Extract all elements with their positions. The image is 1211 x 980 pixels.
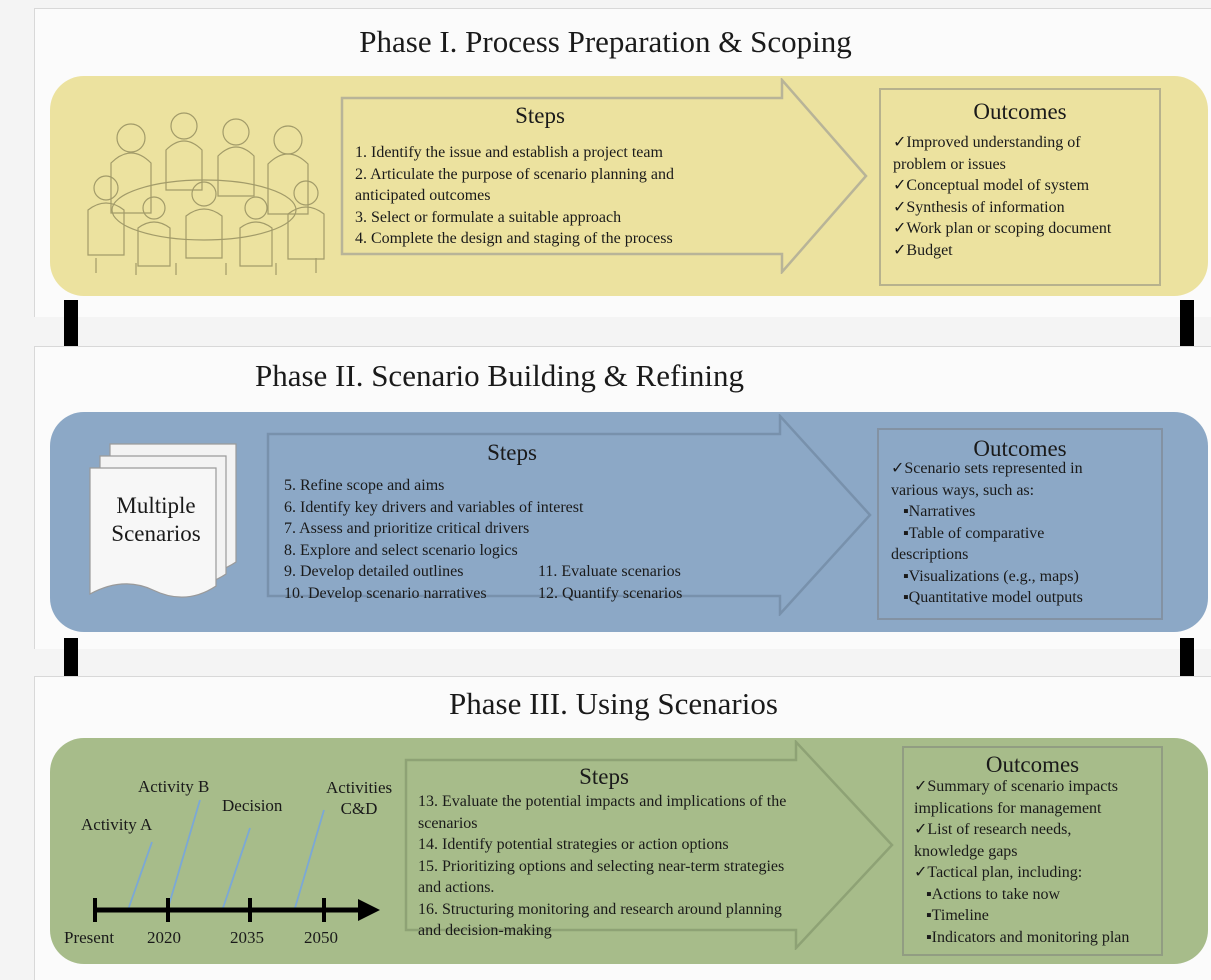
step-item: 8. Explore and select scenario logics <box>284 541 518 559</box>
outcome-item: ▪Visualizations (e.g., maps) <box>903 567 1079 585</box>
phase1-outcomes-list: ✓Improved understanding of problem or is… <box>893 132 1111 261</box>
activity-label-line: C&D <box>340 799 378 818</box>
stacked-pages-label: Multiple Scenarios <box>92 492 220 548</box>
timeline-connector <box>127 841 153 911</box>
outcome-item: knowledge gaps <box>914 842 1018 860</box>
step-item: 10. Develop scenario narratives <box>284 584 487 602</box>
phase2-title: Phase II. Scenario Building & Refining <box>254 358 745 393</box>
phase3-steps-list: 13. Evaluate the potential impacts and i… <box>418 791 786 942</box>
step-item: 16. Structuring monitoring and research … <box>418 900 782 918</box>
timeline-tick-label: 2020 <box>147 928 181 947</box>
outcome-item: ▪Indicators and monitoring plan <box>926 928 1130 946</box>
outcome-item: ✓Improved understanding of <box>893 134 1081 151</box>
phase3-outcomes-box <box>902 746 1163 956</box>
activity-label: Activities C&D <box>326 777 392 819</box>
activity-label-line: Activities <box>326 778 393 797</box>
steps-arrow <box>340 78 868 274</box>
phase1-outcomes-title: Outcomes <box>973 99 1067 124</box>
timeline-tick-label: Present <box>64 928 115 947</box>
phase1-steps-title: Steps <box>515 103 565 128</box>
outcome-item: ✓Scenario sets represented in <box>891 460 1083 477</box>
step-item: 6. Identify key drivers and variables of… <box>284 498 584 516</box>
step-item: 14. Identify potential strategies or act… <box>418 836 729 853</box>
outcome-item: descriptions <box>891 546 969 563</box>
step-item: 3. Select or formulate a suitable approa… <box>355 208 622 226</box>
step-item: 12. Quantify scenarios <box>538 584 683 602</box>
outcome-item: ✓Summary of scenario impacts <box>914 778 1119 795</box>
timeline-tick-label: 2035 <box>230 928 264 947</box>
outcome-item: ▪Quantitative model outputs <box>903 589 1083 606</box>
outcome-item: ▪Timeline <box>926 907 989 924</box>
step-item: 11. Evaluate scenarios <box>538 563 681 580</box>
timeline-icon <box>93 799 380 922</box>
outcome-item: ✓Synthesis of information <box>893 198 1065 216</box>
phase2-outcomes-title: Outcomes <box>973 436 1067 461</box>
step-item: 4. Complete the design and staging of th… <box>355 230 673 247</box>
step-item: 7. Assess and prioritize critical driver… <box>284 520 530 537</box>
activity-label: Activity B <box>138 777 210 796</box>
outcome-item: implications for management <box>914 799 1102 817</box>
steps-arrow <box>266 414 872 616</box>
phase2-outcomes-box <box>877 428 1163 620</box>
phase3-steps-title: Steps <box>579 764 629 789</box>
timeline-connector <box>294 809 325 909</box>
phase3-title: Phase III. Using Scenarios <box>449 686 778 721</box>
activity-label: Decision <box>222 796 283 815</box>
phase1-steps-list: 1. Identify the issue and establish a pr… <box>355 142 674 250</box>
step-item: and decision-making <box>418 922 552 939</box>
step-item: and actions. <box>418 879 495 896</box>
phase2-steps-title: Steps <box>487 440 537 465</box>
phase3-outcomes-title: Outcomes <box>985 752 1080 777</box>
timeline-connector <box>167 799 201 909</box>
outcome-item: ✓Work plan or scoping document <box>893 220 1112 237</box>
steps-arrow <box>404 740 894 950</box>
outcome-item: ▪Narratives <box>903 503 976 520</box>
stacked-pages-icon <box>89 443 237 598</box>
activity-label: Activity A <box>81 815 153 834</box>
outcome-item: ✓List of research needs, <box>914 821 1072 838</box>
outcome-item: ✓Conceptual model of system <box>893 177 1090 194</box>
step-item: 15. Prioritizing options and selecting n… <box>418 857 785 875</box>
step-item: 5. Refine scope and aims <box>284 477 445 494</box>
outcome-item: ✓Tactical plan, including: <box>914 864 1083 881</box>
step-item: 13. Evaluate the potential impacts and i… <box>418 793 787 810</box>
step-item: 9. Develop detailed outlines <box>284 563 464 580</box>
timeline-tick-label: 2050 <box>304 928 338 947</box>
outcome-item: ▪Actions to take now <box>926 885 1061 903</box>
outcome-item: ✓Budget <box>893 241 953 259</box>
icon-label-line: Scenarios <box>111 521 201 546</box>
phase2-outcomes-list: ✓Scenario sets represented in various wa… <box>891 458 1083 609</box>
step-item: 2. Articulate the purpose of scenario pl… <box>355 165 675 183</box>
outcome-item: ▪Table of comparative <box>903 524 1045 542</box>
phase2-steps-list: 5. Refine scope and aims 6. Identify key… <box>284 475 682 604</box>
step-item-row: 10. Develop scenario narratives 12. Quant… <box>284 583 682 605</box>
phase3-outcomes-list: ✓Summary of scenario impacts implication… <box>914 776 1129 948</box>
phase1-outcomes-box <box>879 88 1161 286</box>
timeline-connector <box>222 827 251 909</box>
step-item: scenarios <box>418 814 478 832</box>
step-item: anticipated outcomes <box>355 187 491 204</box>
phase1-title: Phase I. Process Preparation & Scoping <box>359 24 852 59</box>
step-item-row: 9. Develop detailed outlines 11. Evaluate… <box>284 561 682 583</box>
step-item: 1. Identify the issue and establish a pr… <box>355 144 663 161</box>
people-sketch-icon <box>87 112 325 275</box>
outcome-item: various ways, such as: <box>891 481 1035 499</box>
icon-label-line: Multiple <box>116 493 196 518</box>
outcome-item: problem or issues <box>893 155 1006 173</box>
